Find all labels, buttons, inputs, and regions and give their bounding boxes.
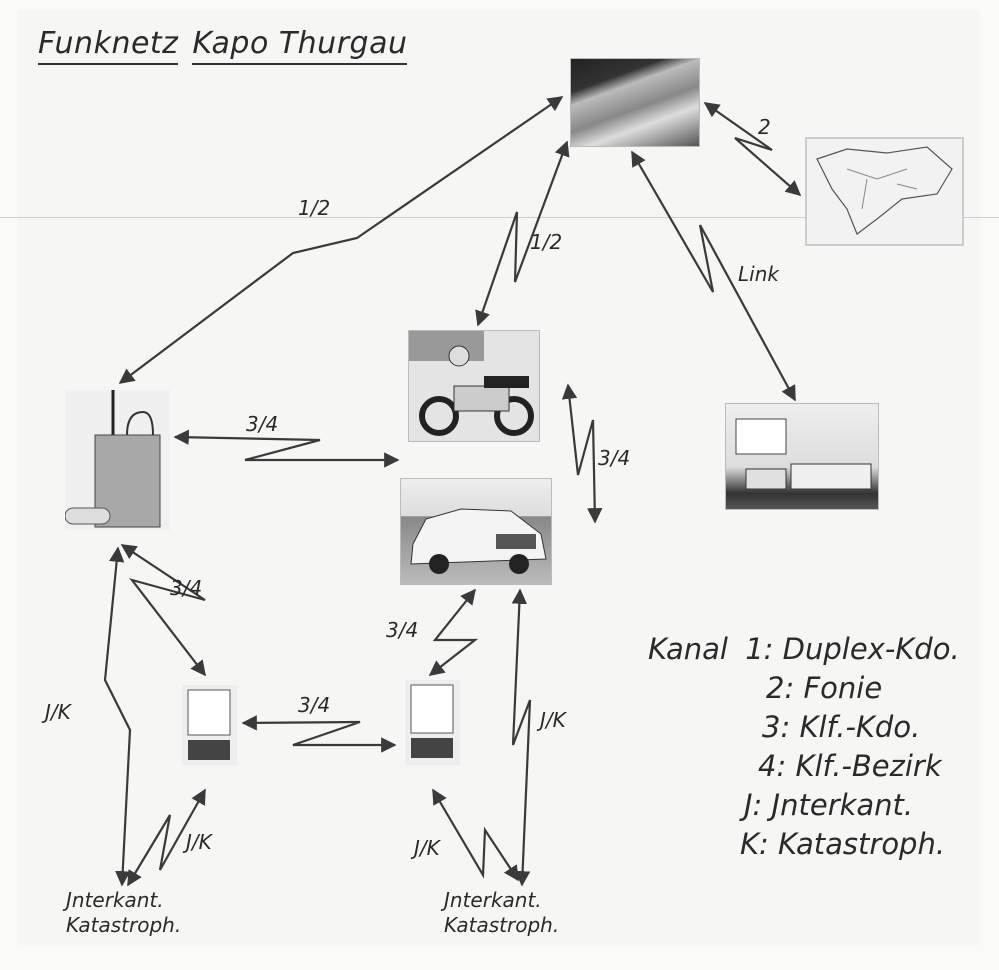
- label-car-interkant: J/K: [540, 708, 566, 732]
- legend-label: Klf.-Kdo.: [799, 710, 921, 744]
- link-motorcycle-car: [561, 383, 603, 524]
- handheld-radio-icon: [410, 684, 454, 758]
- legend-heading: Kanal: [648, 632, 728, 666]
- police-car-icon: [410, 508, 547, 574]
- legend-label: Duplex-Kdo.: [782, 632, 960, 666]
- title-word: Kapo Thurgau: [192, 26, 408, 65]
- label-mountain-map: 2: [758, 115, 771, 139]
- endpoint-line: Katastroph.: [66, 913, 182, 937]
- legend-label: Katastroph.: [778, 827, 946, 861]
- link-radio-interkant: [103, 546, 132, 887]
- legend-key: 2:: [766, 671, 795, 705]
- police-car-photo: [400, 478, 552, 585]
- canton-map-photo: [805, 137, 964, 246]
- handheld-radio-photo-2: [405, 680, 460, 765]
- endpoint-line: Jnterkant.: [444, 888, 542, 912]
- endpoint-interkant-2: Jnterkant. Katastroph.: [444, 888, 559, 938]
- map-outline-icon: [816, 146, 953, 235]
- diagram-title: Funknetz Kapo Thurgau: [38, 26, 421, 65]
- legend-label: Klf.-Bezirk: [795, 749, 942, 783]
- link-mountain-motorcycle: [475, 140, 570, 327]
- link-mountain-map: [703, 102, 802, 197]
- handheld-radio-photo-1: [182, 685, 237, 765]
- link-handheld2-interkant: [432, 788, 519, 882]
- label-motorcycle-car: 3/4: [598, 446, 631, 470]
- handheld-radio-icon: [187, 689, 231, 760]
- legend-key: J:: [744, 788, 763, 822]
- label-mountain-motorcycle: 1/2: [530, 230, 563, 254]
- link-mountain-radio: [118, 96, 564, 384]
- legend-key: 1:: [745, 632, 774, 666]
- label-handheld2-interkant: J/K: [414, 836, 440, 860]
- legend-label: Jnterkant.: [771, 788, 914, 822]
- legend-key: K:: [740, 827, 769, 861]
- label-mountain-control: Link: [738, 262, 779, 286]
- radio-base-unit-photo: [65, 390, 170, 530]
- label-handheld-handheld: 3/4: [298, 693, 331, 717]
- control-desk-icon: [735, 418, 872, 490]
- control-room-photo: [725, 403, 879, 510]
- title-word: Funknetz: [38, 26, 179, 65]
- radio-unit-icon: [65, 390, 161, 528]
- link-radio-vehicles: [173, 429, 400, 468]
- label-car-handheld: 3/4: [386, 618, 419, 642]
- legend-key: 4:: [758, 749, 787, 783]
- link-handheld1-interkant: [127, 788, 206, 887]
- endpoint-interkant-1: Jnterkant. Katastroph.: [66, 888, 181, 938]
- link-car-interkant: [511, 588, 532, 887]
- label-handheld1-interkant: J/K: [186, 830, 212, 854]
- label-radio-vehicles: 3/4: [246, 412, 279, 436]
- label-mountain-radio: 1/2: [298, 196, 331, 220]
- legend-label: Fonie: [803, 671, 883, 705]
- link-radio-handheld: [120, 544, 206, 677]
- endpoint-line: Katastroph.: [444, 913, 560, 937]
- link-mountain-control: [631, 150, 796, 402]
- endpoint-line: Jnterkant.: [66, 888, 164, 912]
- legend-key: 3:: [762, 710, 791, 744]
- label-radio-interkant: J/K: [45, 700, 71, 724]
- link-handheld-handheld: [241, 715, 397, 753]
- mountain-relay-photo: [570, 58, 700, 147]
- label-radio-handheld: 3/4: [170, 576, 203, 600]
- link-car-handheld: [428, 588, 479, 676]
- channel-legend: Kanal 1: Duplex-Kdo. 2: Fonie 3: Klf.-Kd…: [648, 630, 960, 864]
